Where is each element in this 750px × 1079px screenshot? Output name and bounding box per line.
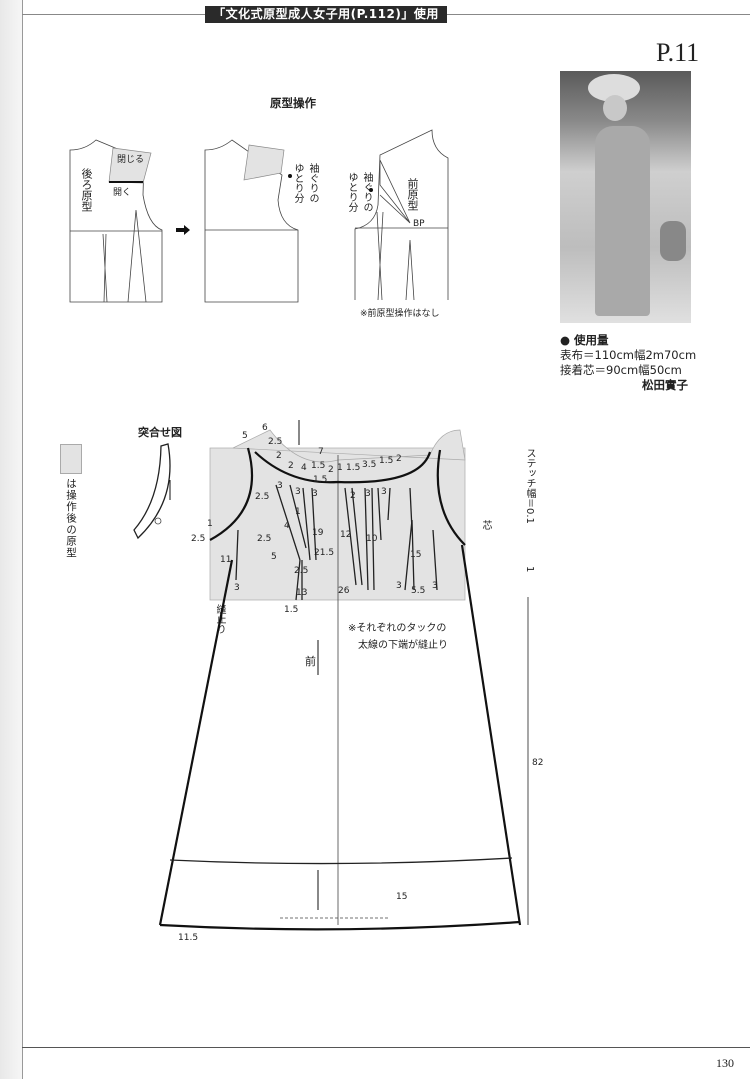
open-label: 開く <box>113 187 131 198</box>
measure-label: 3 <box>295 487 301 497</box>
page-reference: P.11 <box>656 38 700 67</box>
measure-label: 5.5 <box>411 586 425 596</box>
author: 松田實子 <box>642 378 688 392</box>
measure-label: 82 <box>532 758 543 768</box>
stitch-width-num: 1 <box>524 566 535 573</box>
bottom-rule <box>22 1047 750 1048</box>
page-number: 130 <box>716 1056 734 1070</box>
header-title: 「文化式原型成人女子用(P.112)」使用 <box>205 6 447 23</box>
measure-label: 11 <box>220 555 231 565</box>
tuck-note-2: 太線の下端が縫止り <box>358 638 448 651</box>
page-gutter <box>0 0 23 1079</box>
measure-label: 1 <box>207 519 213 529</box>
measure-label: 26 <box>338 586 350 596</box>
measure-label: 3.5 <box>362 460 376 470</box>
measure-label: 12 <box>340 530 351 540</box>
measure-label: 1.5 <box>311 461 325 471</box>
measure-label: 2.5 <box>294 566 308 576</box>
measure-label: 5 <box>271 552 277 562</box>
measure-label: 1 <box>295 507 301 517</box>
measure-label: 4 <box>284 521 290 531</box>
measure-label: 2 <box>288 461 294 471</box>
measurements: 5 6 2.5 2 2 4 1.5 7 1.5 2 1 1.5 3.5 1.5 … <box>178 423 543 943</box>
bag-figure <box>660 221 686 261</box>
material-usage: ● 使用量 表布＝110cm幅2m70cm 接着芯＝90cm幅50cm 松田實子 <box>560 333 696 393</box>
measure-label: 19 <box>312 528 324 538</box>
measure-label: 1.5 <box>379 456 393 466</box>
stitch-width-label: ステッチ幅＝0.1 <box>524 448 535 524</box>
armhole-ease-label-front: 袖ぐりのゆとり分 <box>346 172 372 212</box>
measure-label: 3 <box>234 583 240 593</box>
interfacing-label: 芯 <box>480 520 491 530</box>
model-photo <box>560 71 691 323</box>
arrow-right-icon <box>176 225 190 235</box>
bp-label: BP <box>413 219 425 229</box>
measure-label: 3 <box>277 481 283 491</box>
measure-label: 15 <box>410 550 421 560</box>
measure-label: 11.5 <box>178 933 198 943</box>
front-label: 前 <box>305 654 316 668</box>
measure-label: 7 <box>318 447 324 457</box>
measure-label: 21.5 <box>314 548 334 558</box>
measure-label: 2.5 <box>268 437 282 447</box>
measure-label: 2 <box>276 451 282 461</box>
face-figure <box>603 95 627 121</box>
measure-label: 2 <box>328 465 334 475</box>
back-sloper: 閉じる 開く <box>69 139 163 303</box>
facing-title: 突合せ図 <box>138 425 182 439</box>
front-sloper: BP ※前原型操作はなし <box>354 129 449 319</box>
measure-label: 3 <box>381 487 387 497</box>
back-sloper-label: 後ろ原型 <box>80 168 93 212</box>
front-pattern: 前 ※それぞれのタックの 太線の下端が縫止り 5 6 2.5 2 2 4 1.5… <box>158 420 543 943</box>
sloper-title: 原型操作 <box>270 96 316 110</box>
usage-line: 表布＝110cm幅2m70cm <box>560 348 697 362</box>
measure-label: 3 <box>432 581 438 591</box>
dress-figure <box>595 126 650 316</box>
armhole-ease-label: 袖ぐりのゆとり分 <box>292 163 318 203</box>
front-sloper-label: 前原型 <box>406 178 419 211</box>
measure-label: 2.5 <box>257 534 271 544</box>
measure-label: 1.5 <box>313 475 327 485</box>
legend-text: は操作後の原型 <box>65 478 77 559</box>
measure-label: 13 <box>296 588 307 598</box>
measure-label: 2 <box>396 454 402 464</box>
close-label: 閉じる <box>117 154 144 165</box>
measure-label: 1.5 <box>346 463 360 473</box>
measure-label: 3 <box>312 489 318 499</box>
facing-piece <box>133 443 171 540</box>
measure-label: 3 <box>396 581 402 591</box>
measure-label: 2 <box>350 491 356 501</box>
measure-label: 5 <box>242 431 248 441</box>
measure-label: 1.5 <box>284 605 298 615</box>
measure-label: 10 <box>366 534 378 544</box>
legend-swatch <box>60 444 82 474</box>
measure-label: 1 <box>337 463 343 473</box>
measure-label: 4 <box>301 463 307 473</box>
measure-label: 2.5 <box>255 492 269 502</box>
front-sloper-note: ※前原型操作はなし <box>360 307 440 319</box>
back-sloper-after <box>204 139 299 303</box>
measure-label: 6 <box>262 423 268 433</box>
measure-label: 3 <box>365 489 371 499</box>
measure-label: 2.5 <box>191 534 205 544</box>
measure-label: 15 <box>396 892 407 902</box>
tuck-note-1: ※それぞれのタックの <box>348 622 446 634</box>
usage-line: 接着芯＝90cm幅50cm <box>560 363 682 377</box>
usage-title: ● 使用量 <box>560 333 609 347</box>
